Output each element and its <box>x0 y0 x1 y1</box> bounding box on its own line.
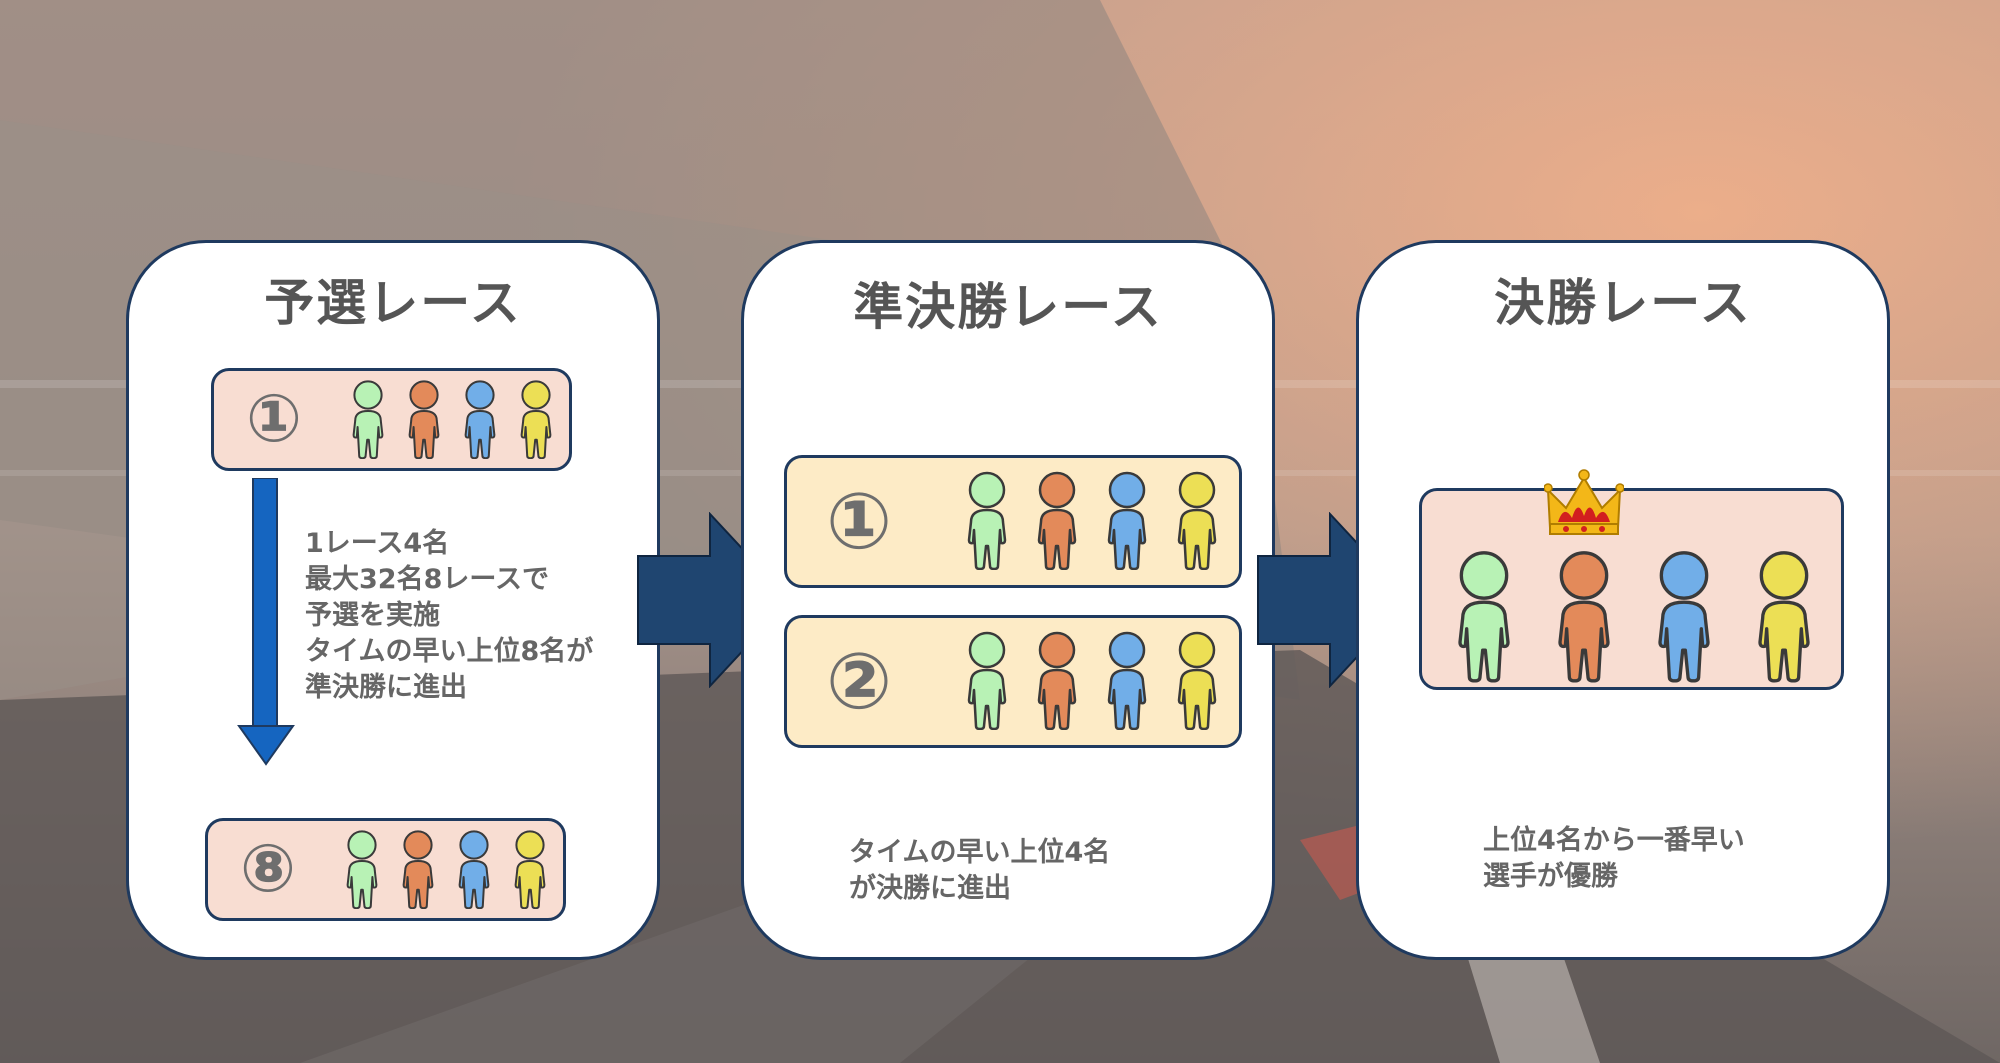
player-group <box>957 630 1237 740</box>
qualifier-race-1-box: ① <box>211 368 572 471</box>
qualifier-panel: 予選レース ① 1レース4名 最大32名8レースで 予選を実施 タイムの早い上位… <box>126 240 660 960</box>
person-icon <box>1177 471 1217 570</box>
race-number: ② <box>825 637 893 727</box>
person-icon <box>1177 631 1217 730</box>
person-icon <box>514 830 546 909</box>
race-number: ① <box>825 477 893 567</box>
person-icon <box>408 380 440 459</box>
qualifier-desc-line-2: 最大32名8レースで <box>305 564 550 595</box>
semifinal-race-1-box: ① <box>784 455 1242 588</box>
person-icon <box>1107 631 1147 730</box>
semifinal-description: タイムの早い上位4名 が決勝に進出 <box>849 835 1110 907</box>
semifinal-race-2-box: ② <box>784 615 1242 748</box>
semifinal-panel: 準決勝レース ① ② タイムの早い上位4名 が決勝に進出 <box>741 240 1275 960</box>
person-icon <box>1658 551 1710 683</box>
final-title: 決勝レース <box>1494 274 1752 332</box>
semifinal-desc-line-2: が決勝に進出 <box>849 873 1011 904</box>
final-description: 上位4名から一番早い 選手が優勝 <box>1483 823 1745 895</box>
final-panel: 決勝レース 上位4名から一番早い 選手が優勝 <box>1356 240 1890 960</box>
player-group <box>338 829 558 914</box>
person-icon <box>458 830 490 909</box>
player-group <box>344 379 564 464</box>
person-icon <box>402 830 434 909</box>
final-race-box <box>1419 469 1844 690</box>
person-icon <box>1107 471 1147 570</box>
person-icon <box>1037 631 1077 730</box>
person-icon <box>352 380 384 459</box>
qualifier-desc-line-1: 1レース4名 <box>305 528 450 559</box>
person-icon <box>1037 471 1077 570</box>
final-desc-line-2: 選手が優勝 <box>1483 861 1618 892</box>
person-icon <box>346 830 378 909</box>
crown-icon <box>1544 469 1624 535</box>
player-group <box>1444 469 1824 683</box>
qualifier-race-8-box: ⑧ <box>205 818 566 921</box>
person-icon <box>1558 551 1610 683</box>
person-icon <box>464 380 496 459</box>
race-number: ⑧ <box>240 830 296 907</box>
semifinal-desc-line-1: タイムの早い上位4名 <box>849 837 1111 868</box>
person-icon <box>1758 551 1810 683</box>
semifinal-title: 準決勝レース <box>853 278 1163 336</box>
qualifier-desc-line-3: 予選を実施 <box>305 600 440 631</box>
race-number: ① <box>246 380 302 457</box>
person-icon <box>967 471 1007 570</box>
qualifier-desc-line-5: 準決勝に進出 <box>305 672 467 703</box>
final-desc-line-1: 上位4名から一番早い <box>1483 825 1745 856</box>
down-arrow-icon <box>237 478 295 766</box>
qualifier-title: 予選レース <box>264 274 522 332</box>
qualifier-desc-line-4: タイムの早い上位8名が <box>305 636 594 667</box>
qualifier-description: 1レース4名 最大32名8レースで 予選を実施 タイムの早い上位8名が 準決勝に… <box>305 526 593 706</box>
person-icon <box>520 380 552 459</box>
person-icon <box>967 631 1007 730</box>
person-icon <box>1458 551 1510 683</box>
player-group <box>957 470 1237 580</box>
